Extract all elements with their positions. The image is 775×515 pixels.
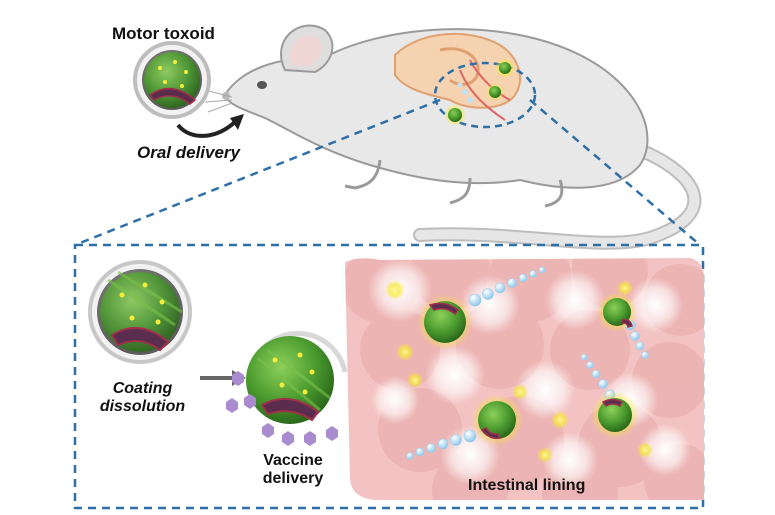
oral-delivery-label: Oral delivery xyxy=(137,143,241,162)
coating-dissolution-label: Coating dissolution xyxy=(85,380,200,417)
vaccine-text: Vaccine xyxy=(263,452,323,469)
delivery-text: delivery xyxy=(262,470,324,488)
motor-toxoid-label: Motor toxoid xyxy=(112,24,215,43)
coating-text: Coating xyxy=(112,380,173,397)
intestine-icon xyxy=(394,32,537,129)
curved-arrow-icon xyxy=(176,114,244,138)
dissolution-text: dissolution xyxy=(99,398,186,416)
coated-motor-particle xyxy=(88,260,192,364)
vaccine-delivery-particle xyxy=(226,330,348,446)
intestinal-lining-label: Intestinal lining xyxy=(468,477,586,494)
intestinal-lining-panel xyxy=(345,258,705,500)
vaccine-delivery-label: Vaccine delivery xyxy=(248,452,338,489)
mouse-illustration xyxy=(204,24,702,250)
motor-toxoid-icon xyxy=(133,41,211,119)
